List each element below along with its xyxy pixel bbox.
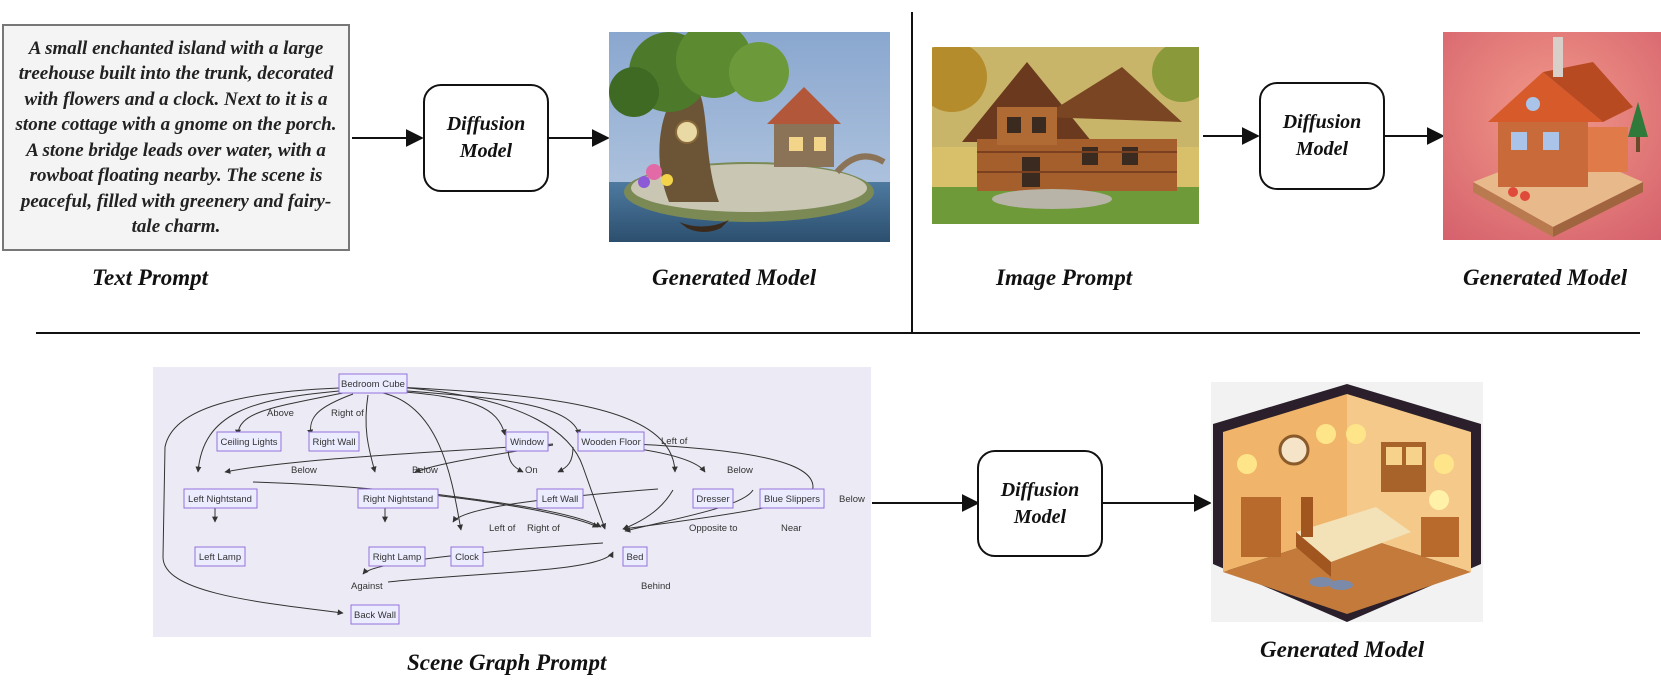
edge-label-below-2: Below	[412, 465, 438, 476]
scene-graph-edge-labels: Above Right of Left of Below Below On Be…	[267, 408, 865, 592]
node-label-left-nightstand: Left Nightstand	[188, 494, 252, 505]
node-label-left-wall: Left Wall	[542, 494, 579, 505]
node-label-ceiling-lights: Ceiling Lights	[220, 437, 277, 448]
generated-house-image	[1443, 32, 1661, 240]
node-label-left-lamp: Left Lamp	[199, 552, 241, 563]
node-label-blue-slippers: Blue Slippers	[764, 494, 820, 505]
edge-label-below-3: Below	[727, 465, 753, 476]
diffusion-model-label-1: Diffusion Model	[446, 113, 526, 162]
node-right-wall: Right Wall	[308, 431, 360, 452]
caption-image-prompt: Image Prompt	[996, 265, 1133, 290]
text-prompt-text: A small enchanted island with a large tr…	[15, 37, 337, 238]
node-left-nightstand: Left Nightstand	[183, 488, 258, 509]
edge-label-below-1: Below	[291, 465, 317, 476]
scene-graph: Above Right of Left of Below Below On Be…	[162, 373, 865, 625]
text-prompt-box: A small enchanted island with a large tr…	[2, 24, 350, 251]
caption-scene-graph-prompt: Scene Graph Prompt	[407, 650, 607, 675]
node-window: Window	[505, 431, 549, 452]
node-dresser: Dresser	[692, 488, 734, 509]
node-clock: Clock	[450, 546, 484, 567]
scene-graph-panel: Above Right of Left of Below Below On Be…	[153, 367, 871, 637]
node-label-bed: Bed	[627, 552, 644, 563]
diffusion-model-label-3: Diffusion Model	[1000, 478, 1080, 528]
edge-label-against: Against	[351, 581, 383, 592]
caption-generated-model-3: Generated Model	[1260, 637, 1425, 662]
node-label-clock: Clock	[455, 552, 479, 563]
node-bedroom-cube: Bedroom Cube	[338, 373, 408, 394]
edge-label-right-of-2: Right of	[527, 523, 560, 534]
node-bed: Bed	[622, 546, 648, 567]
node-label-right-nightstand: Right Nightstand	[363, 494, 433, 505]
node-label-back-wall: Back Wall	[354, 610, 396, 621]
diffusion-model-box-3: Diffusion Model	[977, 450, 1103, 557]
node-left-lamp: Left Lamp	[194, 546, 246, 567]
node-back-wall: Back Wall	[350, 604, 400, 625]
scene-graph-edges	[162, 386, 814, 616]
node-right-lamp: Right Lamp	[368, 546, 426, 567]
diffusion-model-label-2: Diffusion Model	[1282, 111, 1362, 160]
caption-generated-model-1: Generated Model	[652, 265, 817, 290]
edge-label-above: Above	[267, 408, 294, 419]
edge-label-on: On	[525, 465, 538, 476]
node-label-right-lamp: Right Lamp	[373, 552, 422, 563]
caption-generated-model-2: Generated Model	[1463, 265, 1628, 290]
edge-label-left-of-2: Left of	[489, 523, 516, 534]
edge-label-near: Near	[781, 523, 802, 534]
edge-label-right-of-1: Right of	[331, 408, 364, 419]
node-ceiling-lights: Ceiling Lights	[216, 431, 282, 452]
node-right-nightstand: Right Nightstand	[357, 488, 439, 509]
node-label-bedroom-cube: Bedroom Cube	[341, 379, 405, 390]
node-wooden-floor: Wooden Floor	[577, 431, 645, 452]
diffusion-model-box-2: Diffusion Model	[1259, 82, 1385, 190]
caption-text-prompt: Text Prompt	[92, 265, 209, 290]
node-left-wall: Left Wall	[536, 488, 584, 509]
edge-label-left-of-1: Left of	[661, 436, 688, 447]
edge-label-opposite-to: Opposite to	[689, 523, 738, 534]
node-label-dresser: Dresser	[696, 494, 729, 505]
node-label-right-wall: Right Wall	[313, 437, 356, 448]
node-label-window: Window	[510, 437, 544, 448]
node-blue-slippers: Blue Slippers	[759, 488, 825, 509]
image-prompt-house-photo	[932, 47, 1199, 224]
generated-bedroom-image	[1211, 382, 1483, 622]
diffusion-model-box-1: Diffusion Model	[423, 84, 549, 192]
edge-label-behind: Behind	[641, 581, 671, 592]
generated-island-image	[609, 32, 890, 242]
node-label-wooden-floor: Wooden Floor	[581, 437, 641, 448]
edge-label-below-4: Below	[839, 494, 865, 505]
